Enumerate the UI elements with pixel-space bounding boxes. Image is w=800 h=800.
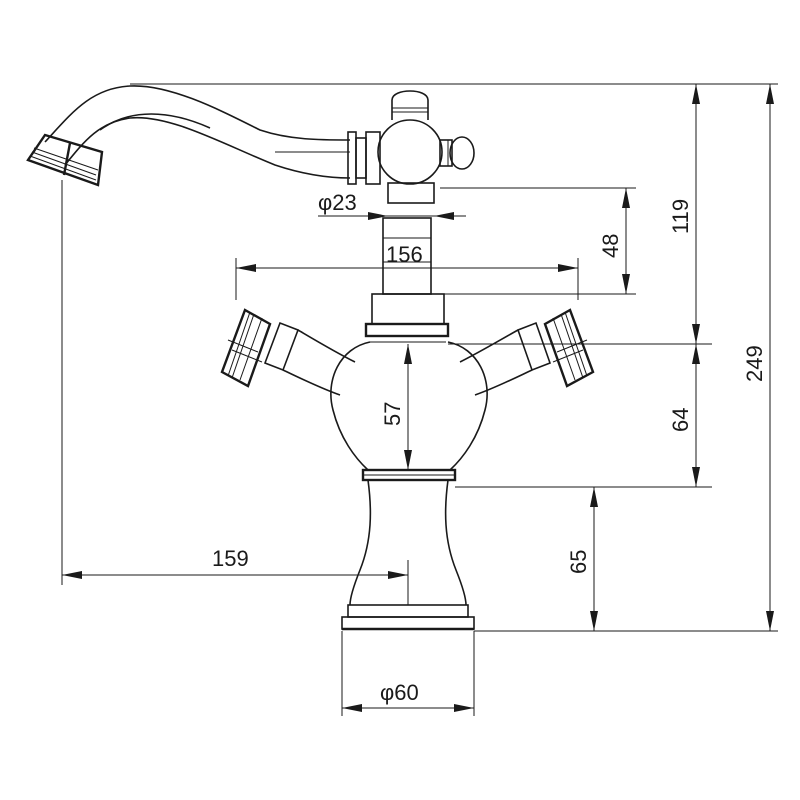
dim-label-width-156: 156 <box>386 242 423 267</box>
dim-label-height-119: 119 <box>668 199 693 234</box>
dim-label-dia-top: φ23 <box>318 190 357 215</box>
dim-label-height-249: 249 <box>742 345 767 382</box>
faucet-outline <box>26 85 595 631</box>
top-control-head <box>377 90 475 185</box>
left-handle <box>220 308 356 396</box>
body-sphere <box>330 341 488 482</box>
column <box>364 182 450 343</box>
dim-label-height-57: 57 <box>380 402 405 426</box>
dim-label-dia-base: φ60 <box>380 680 419 705</box>
dimension-labels: φ23 156 48 119 249 57 64 65 159 φ60 <box>212 190 767 705</box>
aerator <box>26 133 104 187</box>
dim-label-height-64: 64 <box>668 408 693 432</box>
dim-label-reach-159: 159 <box>212 546 249 571</box>
right-handle <box>459 308 595 396</box>
spout <box>44 85 351 179</box>
dim-label-height-65: 65 <box>566 550 591 574</box>
dim-label-height-48: 48 <box>598 234 623 258</box>
base <box>341 616 475 631</box>
dimension-lines <box>61 83 778 716</box>
spout-joint <box>347 131 381 185</box>
